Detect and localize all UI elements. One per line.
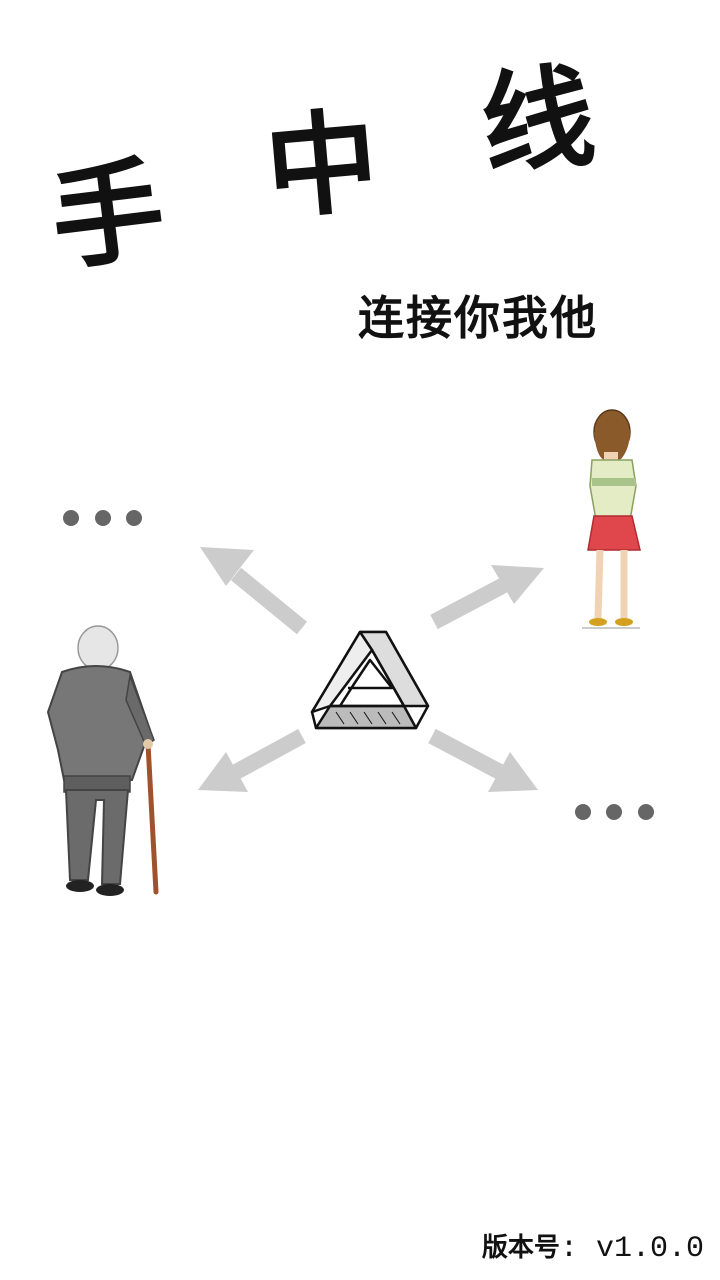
title-char-1: 手 (44, 144, 172, 288)
version-label: 版本号 (481, 1233, 560, 1263)
version-info: 版本号: v1.0.0 (482, 1227, 704, 1266)
arrow-icon-down-right (428, 728, 538, 792)
elderly-person-figure (46, 625, 159, 896)
title-char-2: 中 (260, 96, 384, 236)
app-slogan: 连接你我他 (358, 291, 598, 345)
arrow-icon-down-left (198, 728, 306, 792)
arrow-icon-up-left (200, 547, 308, 635)
impossible-triangle-icon (310, 630, 430, 730)
title-char-3: 线 (475, 51, 601, 193)
version-separator: : (559, 1232, 578, 1266)
version-number: v1.0.0 (595, 1232, 704, 1266)
arrow-icon-up-right (430, 565, 544, 630)
connection-illustration (46, 409, 654, 896)
ellipsis-icon-top-left (63, 510, 142, 526)
young-girl-figure (582, 409, 641, 629)
ellipsis-icon-bottom-right (575, 804, 654, 820)
